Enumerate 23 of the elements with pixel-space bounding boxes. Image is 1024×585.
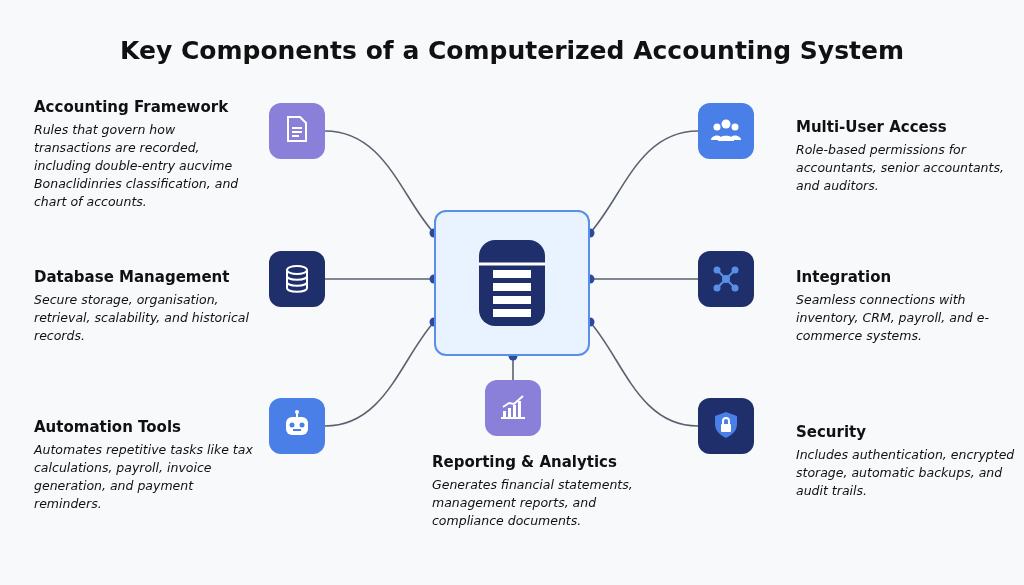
icon-tile [698,398,754,454]
heading: Automation Tools [34,418,181,436]
icon-tile [269,251,325,307]
icon-tile [269,398,325,454]
heading: Multi-User Access [796,118,947,136]
description-text: Seamless connections with inventory, CRM, payroll, and e-commerce systems. [796,291,990,345]
icon-tile [485,380,541,436]
heading: Integration [796,268,892,286]
title: Key Components of a Computerized Accounting System [119,36,905,65]
hub-box [434,210,590,356]
description-text: Includes authentication, encrypted storage, automatic backups, and audit trails. [796,446,1016,500]
description-text: Automates repetitive tasks like tax calculations, payroll, invoice generation, and payment reminders. [34,441,254,513]
icon-tile [269,103,325,159]
description-text: Rules that govern how transactions are recorded, including double-entry aucvime Bonaclidinries classification, and chart of accounts. [34,121,240,211]
icon-tile [698,251,754,307]
heading: Accounting Framework [34,98,229,116]
heading: Security [796,423,867,441]
icon-tile [698,103,754,159]
heading: Database Management [34,268,230,286]
description-text: Generates financial statements, management reports, and compliance documents. [432,476,634,530]
heading: Reporting & Analytics [432,453,617,471]
description-text: Secure storage, organisation, retrieval, scalability, and historical records. [34,291,250,345]
description-text: Role-based permissions for accountants, senior accountants, and auditors. [796,141,1005,195]
